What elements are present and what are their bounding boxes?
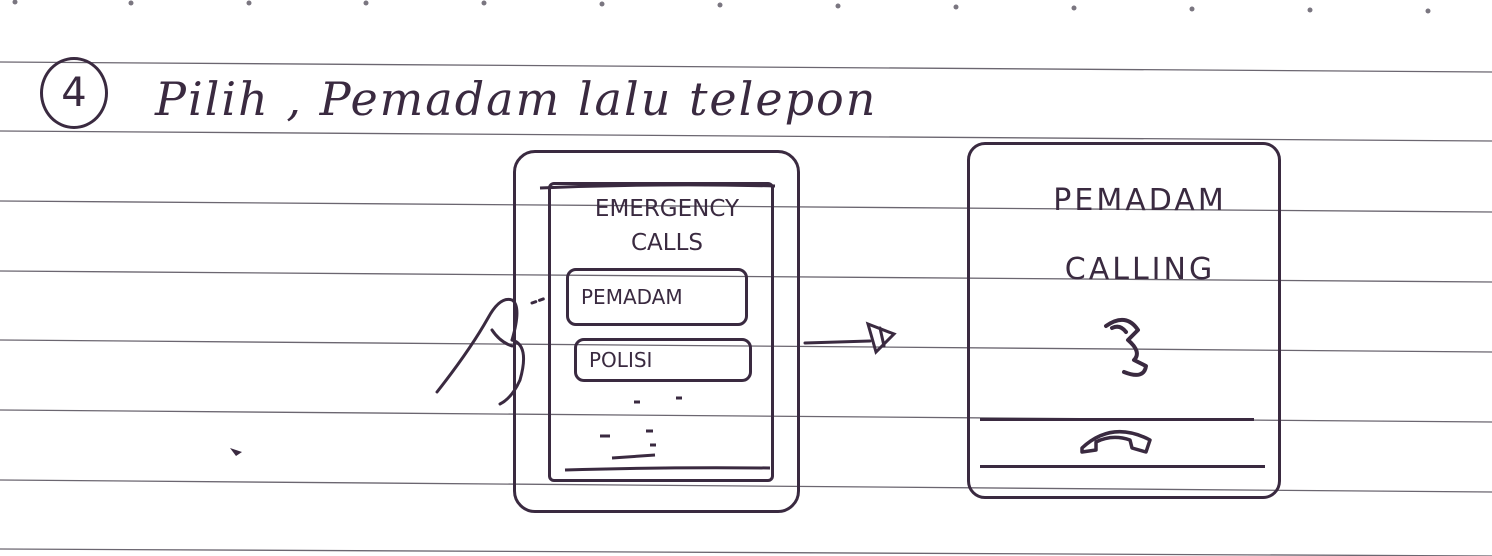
call-bar-bottom-divider xyxy=(980,465,1265,468)
screen-footer-divider xyxy=(564,466,771,472)
option-polisi-label: POLISI xyxy=(589,348,653,372)
margin-dots xyxy=(12,0,1431,14)
phone-frame-calling xyxy=(967,142,1281,499)
placeholder-list-items xyxy=(600,396,682,460)
calling-contact-name: PEMADAM xyxy=(1053,183,1227,218)
arrow-right-icon xyxy=(803,321,897,355)
option-polisi-button[interactable]: POLISI xyxy=(574,338,752,382)
call-bar-top-divider xyxy=(980,418,1254,421)
step-number-badge: 4 xyxy=(40,57,108,129)
ink-smudge xyxy=(230,448,242,456)
option-pemadam-label: PEMADAM xyxy=(581,285,683,309)
screen-header-divider xyxy=(539,183,776,190)
hand-pointer-icon xyxy=(435,296,548,406)
title-line-2: CALLS xyxy=(630,230,704,256)
hangup-icon[interactable] xyxy=(1080,429,1152,454)
phone-icon xyxy=(1104,318,1148,377)
title-line-1: EMERGENCY xyxy=(594,196,740,222)
instruction-text: Pilih , Pemadam lalu telepon xyxy=(155,72,878,126)
emergency-screen-title: EMERGENCY CALLS xyxy=(572,192,762,260)
step-number: 4 xyxy=(61,70,87,116)
option-pemadam-button[interactable]: PEMADAM xyxy=(566,268,748,326)
calling-status-text: CALLING xyxy=(1064,252,1216,287)
